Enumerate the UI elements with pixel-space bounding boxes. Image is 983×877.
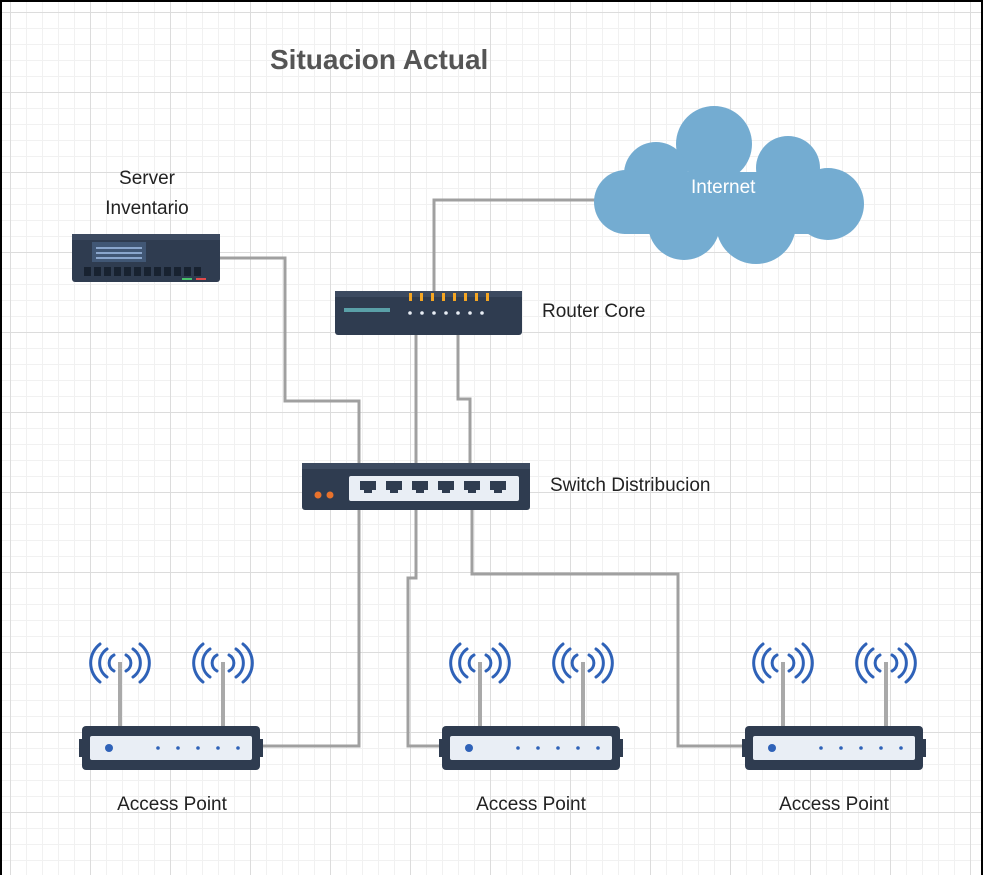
access-point-2-label: Access Point — [476, 794, 586, 815]
internet-label: Internet — [691, 177, 756, 198]
access-point-1-icon — [79, 642, 263, 770]
cloud-icon — [594, 106, 864, 264]
server-icon — [72, 234, 220, 282]
access-point-2-icon — [439, 642, 623, 770]
switch-label: Switch Distribucion — [550, 475, 711, 496]
access-point-3-label: Access Point — [779, 794, 889, 815]
switch-icon — [302, 463, 530, 510]
link-switch-ap2 — [406, 510, 443, 748]
link-internet-router — [432, 198, 600, 294]
link-router-switch-2 — [456, 335, 472, 468]
access-point-1-label: Access Point — [117, 794, 227, 815]
server-label-line2: Inventario — [105, 198, 189, 219]
link-switch-ap1 — [262, 510, 361, 748]
server-label: Server Inventario — [62, 164, 232, 224]
server-label-line1: Server — [119, 168, 175, 189]
link-switch-ap3 — [470, 510, 746, 748]
router-icon — [335, 291, 522, 335]
router-label: Router Core — [542, 301, 646, 322]
link-server-switch — [220, 256, 361, 468]
wifi-waves-icon — [449, 642, 614, 684]
wifi-waves-icon — [89, 642, 254, 684]
access-point-3-icon — [742, 642, 926, 770]
diagram-title: Situacion Actual — [270, 44, 489, 75]
wifi-waves-icon — [752, 642, 917, 684]
